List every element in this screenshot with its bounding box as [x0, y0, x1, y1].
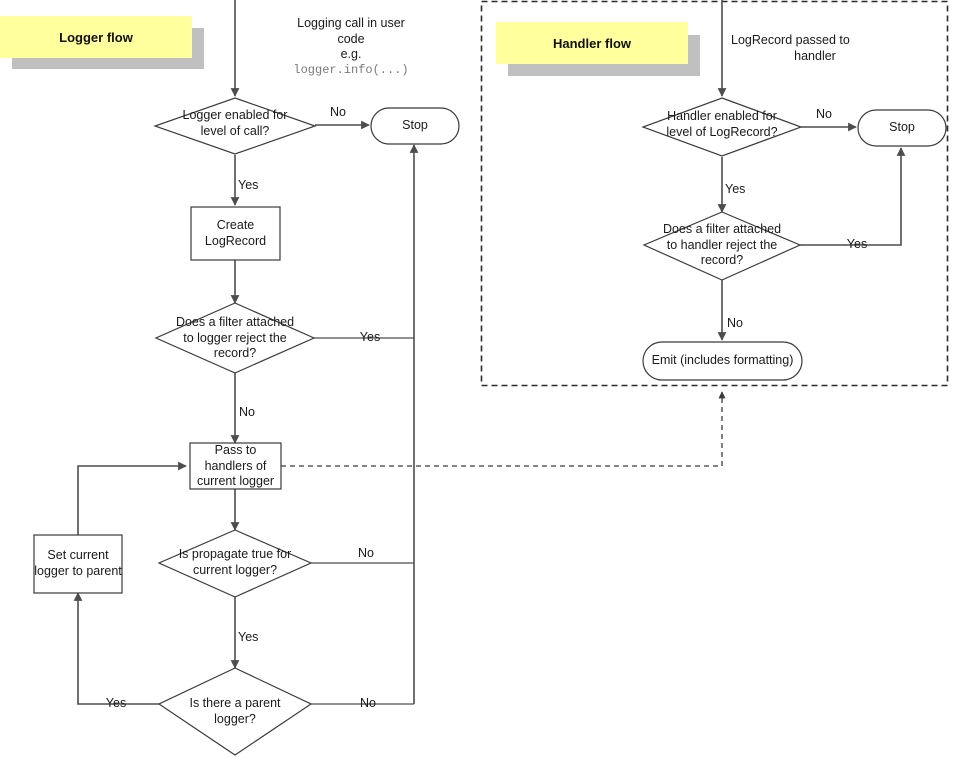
logging-call-caption-code: logger.info(...)	[293, 62, 409, 77]
pass-to-handlers-process-shape[interactable]	[189, 442, 282, 490]
logrecord-passed-caption-line2: handler	[794, 48, 836, 63]
emit-terminator-shape[interactable]	[642, 341, 803, 381]
edge-label-logger-filter-yes: Yes	[359, 330, 381, 344]
stop-logger-terminator-shape[interactable]	[370, 107, 460, 145]
edge-label-logger-enabled-no: No	[330, 105, 346, 119]
logging-call-caption-line2: code	[337, 31, 365, 46]
handler-enabled-decision-shape[interactable]	[641, 97, 803, 157]
edge-pass-to-handler-flow-dashed	[281, 391, 726, 467]
set-current-logger-process-shape[interactable]	[33, 534, 123, 594]
handler-filter-decision-shape[interactable]	[642, 211, 802, 281]
edge-parent-yes-to-set-logger	[73, 592, 159, 705]
edge-handler-filter-yes	[800, 147, 906, 246]
logging-call-caption: Logging call in user code e.g. logger.in…	[245, 16, 457, 78]
edge-label-handler-enabled-no: No	[816, 107, 832, 121]
edge-set-logger-to-pass	[77, 461, 187, 535]
logging-call-caption-line3: e.g.	[340, 47, 362, 61]
edge-label-propagate-yes: Yes	[238, 630, 259, 644]
edge-label-parent-no: No	[360, 696, 376, 710]
handler-flow-banner-label: Handler flow	[552, 35, 631, 51]
propagate-decision-shape[interactable]	[157, 529, 313, 598]
logging-call-caption-line1: Logging call in user	[297, 16, 405, 30]
logger-flow-banner-body: Logger flow	[0, 16, 192, 58]
stop-handler-terminator-shape[interactable]	[857, 109, 947, 147]
parent-logger-decision-shape[interactable]	[157, 667, 313, 756]
logrecord-passed-caption: LogRecord passed to handler	[731, 33, 931, 64]
edge-label-parent-yes: Yes	[105, 696, 127, 710]
edge-label-logger-filter-no: No	[239, 405, 255, 419]
logger-filter-decision-shape[interactable]	[154, 302, 316, 374]
edge-label-handler-enabled-yes: Yes	[725, 182, 746, 196]
handler-flow-group-border	[480, 0, 949, 387]
edge-label-propagate-no: No	[358, 546, 374, 560]
edge-label-logger-enabled-yes: Yes	[238, 178, 259, 192]
create-logrecord-process-shape[interactable]	[190, 206, 281, 261]
edge-label-handler-filter-no: No	[727, 316, 743, 330]
logger-flow-banner-label: Logger flow	[59, 29, 133, 45]
edge-label-handler-filter-yes: Yes	[846, 237, 868, 251]
handler-flow-banner-body: Handler flow	[496, 22, 688, 64]
logrecord-passed-caption-line1: LogRecord passed to	[731, 33, 850, 47]
logger-enabled-decision-shape[interactable]	[153, 97, 317, 155]
